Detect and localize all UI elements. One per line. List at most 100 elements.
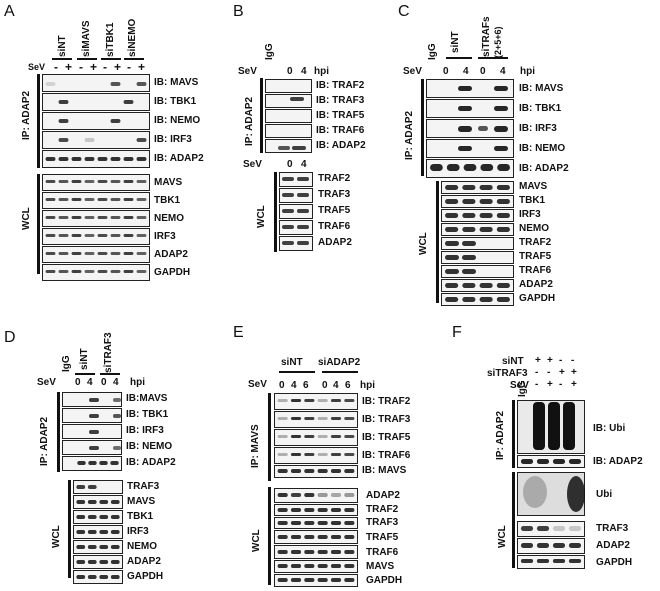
band [317,535,328,539]
band [304,521,315,525]
band [552,526,566,531]
band [113,398,121,402]
row-label: GAPDH [127,571,164,582]
band [304,399,315,402]
band [71,270,82,273]
band [87,575,97,579]
band [458,86,472,91]
band [317,435,328,438]
blot-strip [274,560,358,573]
band [479,213,493,218]
band [458,146,472,151]
row-label: IB: IRF3 [126,425,164,436]
row-label: IB: IRF3 [154,134,192,145]
panel-letter-f: F [452,324,462,341]
band [58,100,69,104]
band [97,180,108,183]
band [479,297,493,302]
band [87,485,97,489]
band [445,297,459,302]
band [136,138,147,142]
band [136,180,147,183]
band [99,575,109,579]
blot-strip [279,204,313,219]
band [136,198,147,201]
row-label: IB: TRAF3 [362,414,411,425]
band [497,164,510,171]
band [462,227,476,232]
band [71,198,82,201]
row-label: TBK1 [519,195,546,206]
band [110,530,120,534]
band [479,199,493,204]
band [297,177,309,181]
band [71,234,82,237]
band [536,543,550,548]
band [445,241,459,246]
band [494,106,508,111]
blot-strip [274,488,358,503]
band [458,106,472,111]
blot-strip [73,570,123,584]
row-label: IB: ADAP2 [593,456,643,467]
band [84,252,95,255]
blot-strip [42,192,150,209]
band [290,564,302,568]
row-label: TRAF2 [318,173,351,184]
row-label: ADAP2 [154,249,188,260]
band [568,526,582,531]
row-label: TRAF2 [366,504,399,515]
band [494,86,508,91]
row-label: MAVS [127,496,156,507]
blot-strip [517,521,585,537]
band [552,459,566,464]
band [110,515,120,519]
band [344,508,355,512]
band [58,252,69,255]
band [462,199,476,204]
band [297,225,309,229]
band [136,157,147,161]
band [317,578,328,582]
band [330,399,342,402]
blot-strip [265,109,312,123]
band [110,198,121,201]
band [520,526,534,531]
row-label: GAPDH [596,557,633,568]
sev-label: SeV [243,159,262,170]
band [344,417,355,420]
band [290,521,302,525]
band [123,252,134,255]
blot-strip [517,455,585,468]
band [317,564,328,568]
row-label: IB: TRAF3 [316,95,365,106]
band [110,216,121,219]
band [110,575,120,579]
row-label: IB: NEMO [154,115,201,126]
row-label: Ubi [596,489,613,500]
blot-strip [42,174,150,191]
blot-strip [42,246,150,263]
band [292,146,306,150]
band [136,270,147,273]
row-label: TBK1 [154,195,181,206]
band [536,459,550,464]
band [563,402,575,450]
blot-strip [274,530,358,544]
row-label: IB: MAVS [154,77,199,88]
band [552,543,566,548]
band [523,476,547,508]
band [89,398,99,402]
row-label: IB: ADAP2 [519,163,569,174]
row-label: IRF3 [127,526,149,537]
row-label: IB: TRAF5 [316,110,365,121]
blot-strip [42,93,150,111]
blot-strip [441,195,514,208]
band [290,578,302,582]
band [290,417,302,420]
band [568,459,582,464]
band [344,453,355,456]
blot-strip [274,504,358,516]
band [45,216,56,219]
band [496,297,510,302]
